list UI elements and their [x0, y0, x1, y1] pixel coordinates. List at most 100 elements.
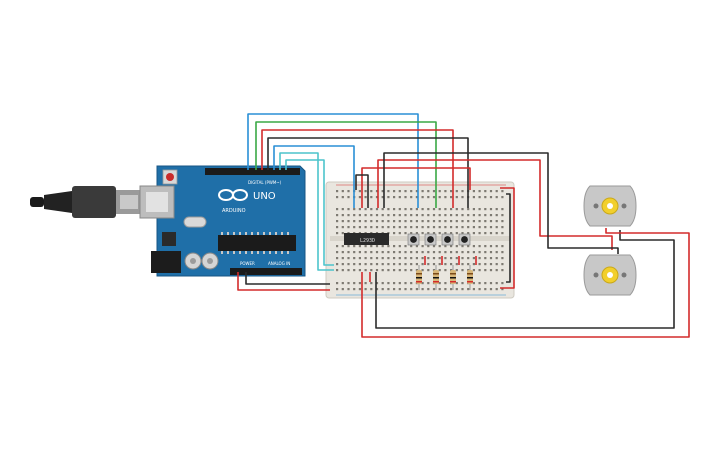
breadboard-hole	[381, 208, 384, 211]
resistor-icon	[450, 265, 456, 290]
breadboard-hole	[415, 214, 418, 217]
breadboard-hole	[495, 288, 498, 291]
breadboard-hole	[415, 226, 418, 229]
breadboard-hole	[427, 282, 430, 285]
breadboard-hole	[472, 196, 475, 199]
breadboard-hole	[393, 214, 396, 217]
breadboard-hole	[398, 214, 401, 217]
breadboard-hole	[358, 196, 361, 199]
breadboard-hole	[444, 214, 447, 217]
pushbutton-group	[407, 233, 471, 246]
breadboard-hole	[427, 220, 430, 223]
breadboard-hole	[501, 196, 504, 199]
pushbutton-icon[interactable]	[441, 233, 454, 246]
breadboard-hole	[484, 226, 487, 229]
breadboard-hole	[347, 208, 350, 211]
breadboard-hole	[398, 288, 401, 291]
breadboard-hole	[455, 190, 458, 193]
breadboard-hole	[404, 257, 407, 260]
breadboard-hole	[501, 269, 504, 272]
breadboard-hole	[393, 226, 396, 229]
breadboard-hole	[472, 288, 475, 291]
breadboard-hole	[336, 220, 339, 223]
breadboard-hole	[387, 220, 390, 223]
breadboard-hole	[375, 214, 379, 217]
breadboard-hole	[353, 263, 356, 266]
breadboard-hole	[398, 245, 401, 248]
breadboard-hole	[404, 232, 407, 235]
breadboard-hole	[410, 263, 413, 266]
breadboard-hole	[432, 263, 436, 266]
wire-blue	[247, 113, 419, 208]
breadboard-hole	[472, 190, 475, 193]
breadboard-hole	[364, 263, 367, 266]
breadboard-hole	[444, 190, 447, 193]
breadboard-hole	[341, 208, 344, 211]
breadboard-hole	[347, 269, 350, 272]
breadboard-hole	[501, 208, 504, 211]
breadboard-hole	[455, 232, 458, 235]
breadboard-hole	[472, 214, 475, 217]
wire-black-gnd	[245, 272, 330, 285]
wire-rail-right-black	[506, 193, 511, 283]
breadboard-hole	[484, 282, 487, 285]
breadboard-hole	[353, 269, 356, 272]
power-header-label: POWER	[240, 261, 255, 266]
breadboard-hole	[495, 282, 498, 285]
breadboard-hole	[415, 208, 418, 211]
breadboard-hole	[467, 288, 470, 291]
breadboard-hole	[381, 257, 384, 260]
breadboard-hole	[450, 251, 453, 254]
breadboard-hole	[387, 288, 390, 291]
breadboard-hole	[393, 190, 396, 193]
pushbutton-icon[interactable]	[407, 233, 420, 246]
breadboard-hole	[398, 257, 401, 260]
breadboard-hole	[438, 232, 441, 235]
breadboard-hole	[427, 232, 430, 235]
breadboard-hole	[358, 208, 361, 211]
breadboard-hole	[364, 220, 367, 223]
breadboard-hole	[364, 251, 367, 254]
breadboard-hole	[364, 257, 367, 260]
breadboard-hole	[375, 245, 379, 248]
breadboard-hole	[501, 232, 504, 235]
breadboard-hole	[375, 220, 379, 223]
pushbutton-icon[interactable]	[458, 233, 471, 246]
breadboard-hole	[341, 196, 344, 199]
breadboard-hole	[455, 282, 458, 285]
jumper-black	[355, 174, 369, 208]
breadboard-hole	[489, 196, 493, 199]
breadboard-hole	[341, 263, 344, 266]
breadboard-hole	[450, 232, 453, 235]
breadboard-hole	[336, 251, 339, 254]
breadboard-hole	[421, 288, 424, 291]
breadboard-hole	[421, 226, 424, 229]
breadboard-hole	[478, 282, 481, 285]
breadboard-hole	[438, 214, 441, 217]
breadboard-hole	[370, 257, 373, 260]
breadboard-hole	[393, 251, 396, 254]
breadboard-hole	[375, 263, 379, 266]
breadboard-hole	[341, 232, 344, 235]
breadboard-hole	[398, 190, 401, 193]
breadboard-hole	[398, 282, 401, 285]
pushbutton-icon[interactable]	[424, 233, 437, 246]
breadboard-hole	[421, 232, 424, 235]
breadboard-hole	[415, 263, 418, 266]
breadboard-hole	[461, 226, 464, 229]
breadboard-hole	[353, 226, 356, 229]
breadboard-hole	[489, 226, 493, 229]
breadboard-hole	[438, 208, 441, 211]
breadboard-hole	[387, 257, 390, 260]
breadboard-hole	[478, 251, 481, 254]
breadboard-hole	[455, 196, 458, 199]
breadboard-hole	[370, 196, 373, 199]
breadboard-hole	[495, 220, 498, 223]
breadboard-hole	[484, 208, 487, 211]
breadboard-hole	[404, 208, 407, 211]
wire-rail-right-red	[500, 187, 515, 289]
breadboard-hole	[353, 251, 356, 254]
breadboard-hole	[404, 214, 407, 217]
breadboard-hole	[484, 251, 487, 254]
